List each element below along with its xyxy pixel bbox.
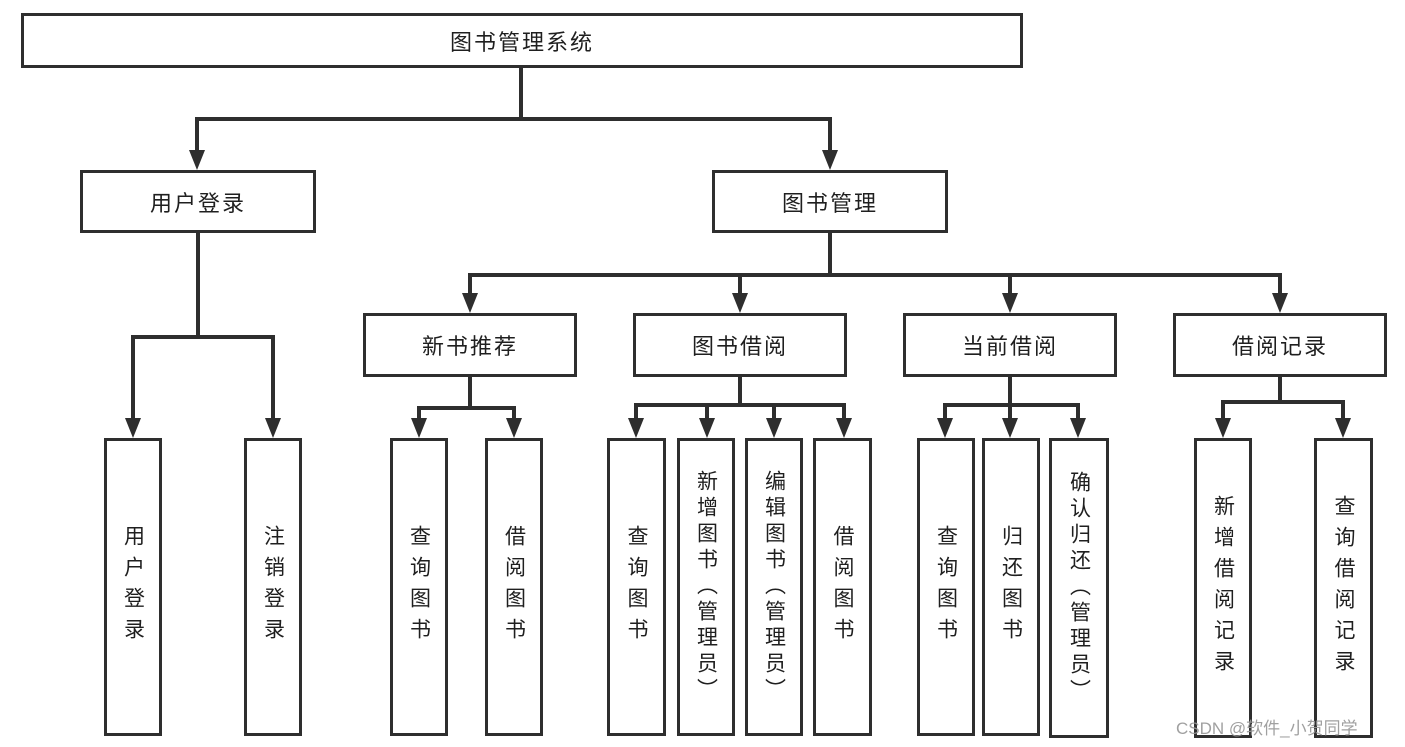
arrow-shaft-current [1008,273,1012,295]
arrow-shaft-user-login [195,117,199,152]
arrowhead-borrow2 [836,418,852,438]
arrowhead-leaf-login [125,418,141,438]
node-label: 借阅记录 [1231,334,1328,359]
arrow-shaft-borrow2 [842,403,846,419]
node-book-borrowing: 图书借阅 [633,313,847,377]
arrowhead-leaf-logout [265,418,281,438]
node-label: 新书推荐 [421,334,518,359]
connector-current-stem [1008,377,1012,407]
arrow-shaft-edit-book [772,403,776,419]
leaf-query-books-current: 查询图书 [917,438,975,736]
node-label: 借阅图书 [831,525,854,649]
node-current-borrowing: 当前借阅 [903,313,1117,377]
arrow-shaft-add-book [705,403,709,419]
arrowhead-query2 [628,418,644,438]
node-label: 查询图书 [407,525,431,649]
leaf-query-books-borrow: 查询图书 [607,438,666,736]
arrow-shaft-query2 [634,403,638,419]
node-label: 归还图书 [999,525,1023,649]
leaf-edit-book-admin: 编辑图书（管理员） [745,438,803,736]
node-label: 当前借阅 [961,334,1058,359]
connector-records-rail [1221,400,1345,404]
arrow-shaft-recommend [468,273,472,295]
node-library-system: 图书管理系统 [21,13,1023,68]
leaf-borrow-books-recommend: 借阅图书 [485,438,543,736]
arrow-shaft-query1 [417,406,421,420]
leaf-add-borrow-record: 新增借阅记录 [1194,438,1252,738]
arrow-shaft-borrow1 [512,406,516,420]
node-label: 新增图书（管理员） [694,470,718,704]
node-label: 查询图书 [625,525,648,649]
arrow-shaft-query-record [1341,400,1345,419]
arrowhead-current [1002,293,1018,313]
connector-root-stem [519,66,523,119]
connector-borrow-rail [634,403,846,407]
arrow-shaft-add-record [1221,400,1225,419]
leaf-query-books-recommend: 查询图书 [390,438,448,736]
node-label: 编辑图书（管理员） [762,470,786,704]
connector-level3-rail [468,273,1282,277]
node-label: 用户登录 [121,525,145,649]
arrow-shaft-leaf-logout [271,335,275,420]
arrowhead-edit-book [766,418,782,438]
node-label: 用户登录 [149,190,246,216]
node-label: 图书管理系统 [449,29,594,55]
arrow-shaft-records [1278,273,1282,295]
arrowhead-confirm [1070,418,1086,438]
arrowhead-records [1272,293,1288,313]
connector-level1-rail [195,117,832,121]
arrowhead-return [1002,418,1018,438]
connector-records-stem [1278,377,1282,404]
connector-login-stem [196,233,200,337]
leaf-logout: 注销登录 [244,438,302,736]
connector-recommend-rail [417,406,516,410]
arrowhead-query1 [411,418,427,438]
leaf-borrow-books-borrow: 借阅图书 [813,438,872,736]
node-book-management: 图书管理 [712,170,948,233]
arrowhead-borrow1 [506,418,522,438]
connector-login-rail [131,335,275,339]
node-label: 图书借阅 [691,334,788,359]
arrowhead-query-record [1335,418,1351,438]
node-new-book-recommend: 新书推荐 [363,313,577,377]
leaf-return-book: 归还图书 [982,438,1040,736]
node-label: 图书管理 [781,190,878,216]
arrow-shaft-borrow [738,273,742,295]
arrowhead-user-login [189,150,205,170]
node-label: 新增借阅记录 [1211,495,1235,681]
arrow-shaft-confirm [1076,403,1080,419]
leaf-add-book-admin: 新增图书（管理员） [677,438,735,736]
arrowhead-query3 [937,418,953,438]
node-label: 查询借阅记录 [1332,495,1355,681]
arrowhead-add-record [1215,418,1231,438]
arrow-shaft-book-manage [828,117,832,152]
node-label: 注销登录 [261,525,285,649]
node-label: 确认归还（管理员） [1067,471,1091,705]
connector-manage-stem [828,233,832,275]
leaf-query-borrow-record: 查询借阅记录 [1314,438,1373,738]
leaf-confirm-return-admin: 确认归还（管理员） [1049,438,1109,738]
node-label: 查询图书 [934,525,958,649]
arrowhead-add-book [699,418,715,438]
leaf-user-login: 用户登录 [104,438,162,736]
arrow-shaft-return [1008,403,1012,419]
node-label: 借阅图书 [502,525,526,649]
node-user-login: 用户登录 [80,170,316,233]
connector-borrow-stem [738,377,742,407]
arrowhead-book-manage [822,150,838,170]
arrow-shaft-query3 [943,403,947,419]
arrowhead-recommend [462,293,478,313]
node-borrowing-records: 借阅记录 [1173,313,1387,377]
arrowhead-borrow [732,293,748,313]
connector-recommend-stem [468,377,472,410]
watermark: CSDN @软件_小贺同学 [1176,719,1358,738]
arrow-shaft-leaf-login [131,335,135,420]
